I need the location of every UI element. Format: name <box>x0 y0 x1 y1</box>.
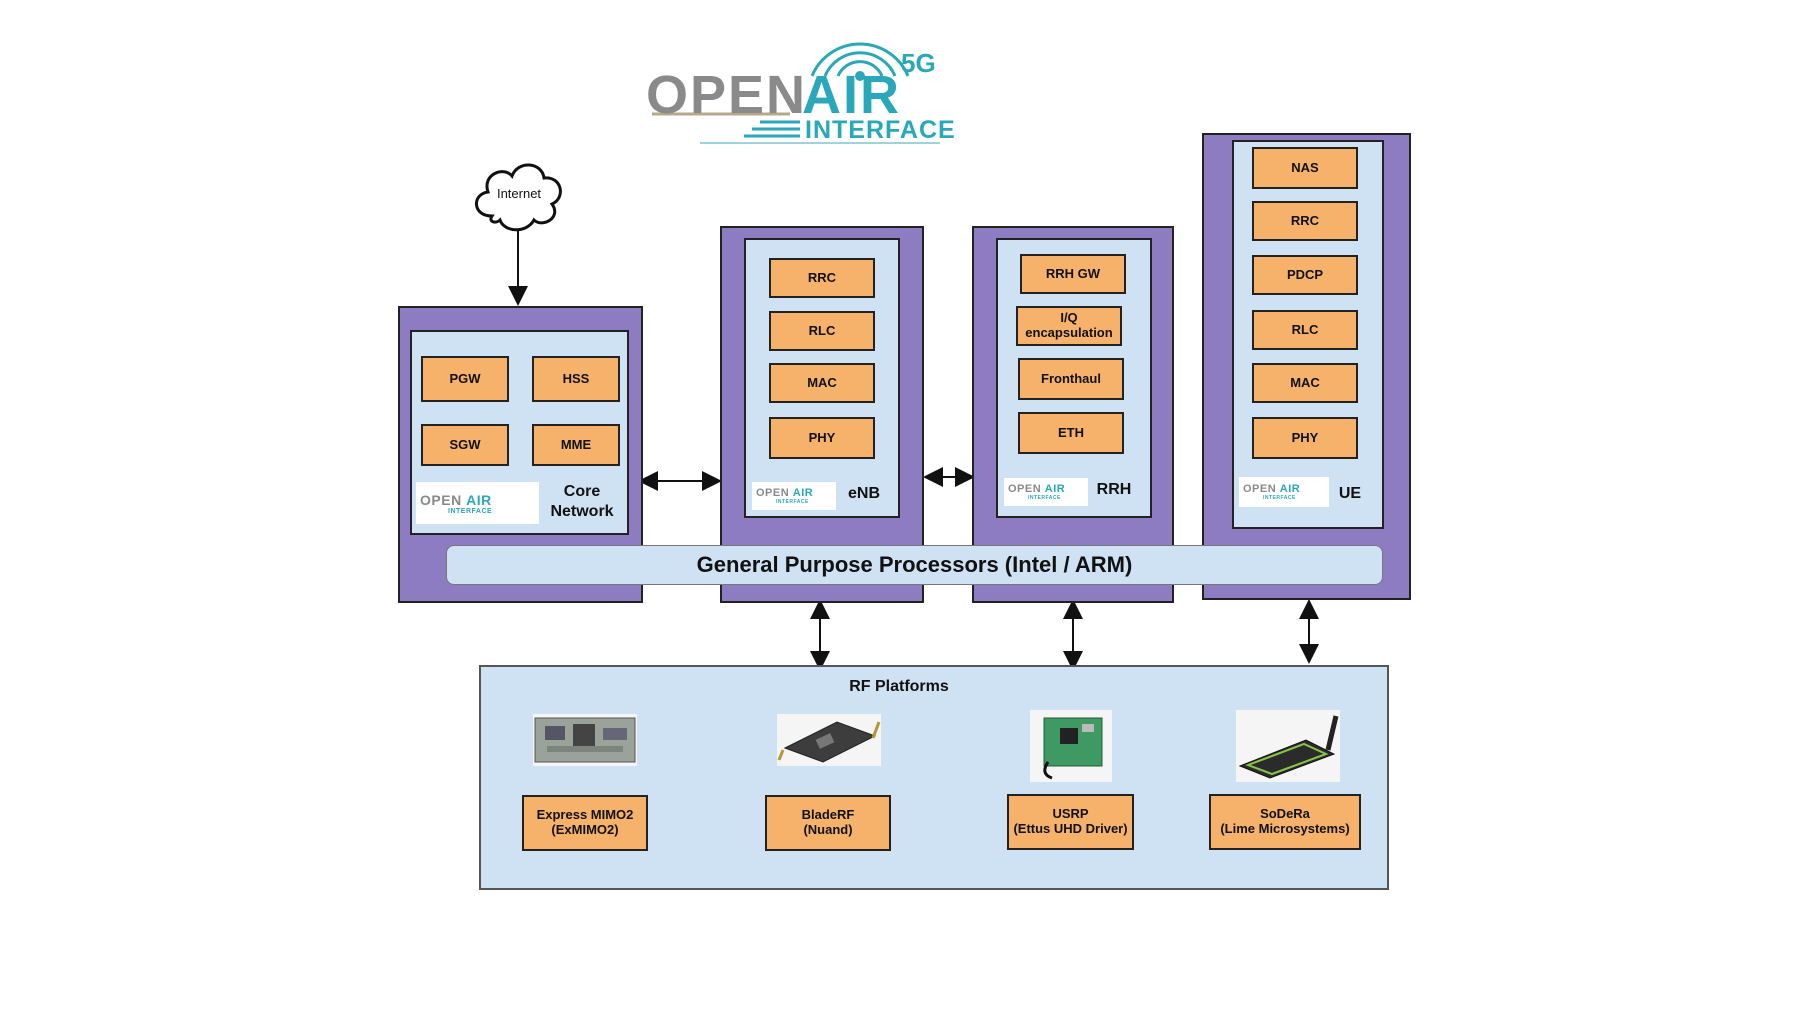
enb-box-rlc: RLC <box>769 311 875 351</box>
ue-box-phy: PHY <box>1252 417 1358 459</box>
rf-platform-name: BladeRF <box>801 807 855 823</box>
rf-platform-exmimo2: Express MIMO2 (ExMIMO2) <box>522 795 648 851</box>
cloud-icon <box>475 163 562 232</box>
rf-platforms-block <box>479 665 1389 890</box>
oai-logo: OPEN AIR 5G INTERFACE <box>640 20 960 155</box>
oai-mini-logo-ue: OPEN AIR INTERFACE <box>1239 477 1329 507</box>
core-network-label: Core Network <box>550 483 614 520</box>
enb-box-phy: PHY <box>769 417 875 459</box>
rf-platforms-title: RF Platforms <box>849 678 949 695</box>
usrp-board-image <box>1030 710 1112 782</box>
rf-platform-usrp: USRP (Ettus UHD Driver) <box>1007 794 1134 850</box>
oai-mini-logo-enb: OPEN AIR INTERFACE <box>752 482 836 510</box>
rf-platform-sodera: SoDeRa (Lime Microsystems) <box>1209 794 1361 850</box>
gpp-bar: General Purpose Processors (Intel / ARM) <box>446 545 1383 585</box>
rf-platform-name: Express MIMO2 <box>536 807 634 823</box>
rf-platform-name: USRP <box>1052 806 1089 822</box>
rf-platform-sub: (ExMIMO2) <box>551 822 619 837</box>
rrh-box-iq: I/Q encapsulation <box>1016 306 1122 346</box>
logo-5g: 5G <box>901 48 936 78</box>
internet-cloud: Internet <box>468 154 570 236</box>
enb-box-mac: MAC <box>769 363 875 403</box>
rf-platform-sub: (Lime Microsystems) <box>1220 821 1350 836</box>
core-box-mme: MME <box>532 424 620 466</box>
ue-box-pdcp: PDCP <box>1252 255 1358 295</box>
oai-mini-logo-core: OPEN AIR INTERFACE <box>416 482 539 524</box>
logo-open: OPEN <box>646 65 808 125</box>
rf-platform-sub: (Nuand) <box>803 822 853 837</box>
rrh-box-gw: RRH GW <box>1020 254 1126 294</box>
rrh-label: RRH <box>1096 481 1132 498</box>
enb-box-rrc: RRC <box>769 258 875 298</box>
oai-mini-logo-rrh: OPEN AIR INTERFACE <box>1004 478 1088 506</box>
ue-box-mac: MAC <box>1252 363 1358 403</box>
enb-label: eNB <box>847 485 880 502</box>
bladerf-board-image <box>777 714 881 766</box>
signal-waves-icon <box>652 42 940 144</box>
ue-label: UE <box>1338 485 1362 502</box>
ue-box-nas: NAS <box>1252 147 1358 189</box>
core-box-sgw: SGW <box>421 424 509 466</box>
internet-label: Internet <box>496 186 542 201</box>
rf-platform-sub: (Ettus UHD Driver) <box>1013 821 1128 836</box>
core-box-pgw: PGW <box>421 356 509 402</box>
logo-air: AIR <box>802 65 901 125</box>
sodera-device-image <box>1236 710 1340 782</box>
ue-box-rlc: RLC <box>1252 310 1358 350</box>
rrh-box-fronthaul: Fronthaul <box>1018 358 1124 400</box>
rrh-box-eth: ETH <box>1018 412 1124 454</box>
logo-interface: INTERFACE <box>805 116 956 144</box>
exmimo2-board-image <box>533 714 637 766</box>
ue-box-rrc: RRC <box>1252 201 1358 241</box>
rf-platform-name: SoDeRa <box>1260 806 1310 822</box>
rf-platform-bladerf: BladeRF (Nuand) <box>765 795 891 851</box>
core-box-hss: HSS <box>532 356 620 402</box>
